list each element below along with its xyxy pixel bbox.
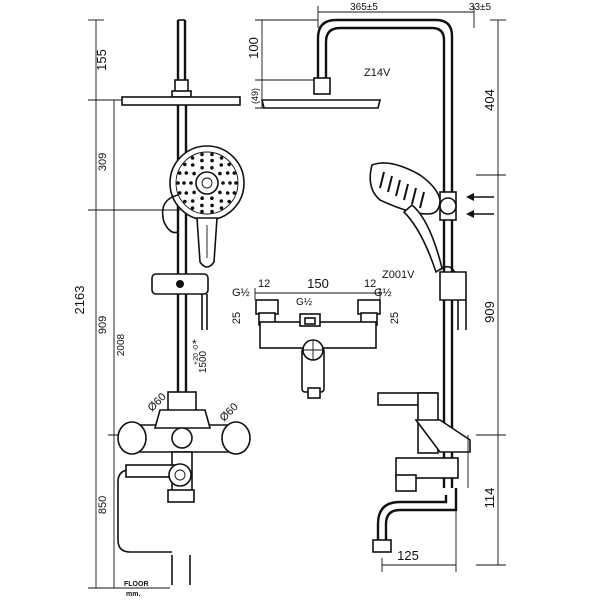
dim-hose-length: 1500 xyxy=(198,350,209,373)
thread-right: G½ xyxy=(374,287,392,299)
nozzle-dot xyxy=(225,191,230,195)
eccentric-right: 25 xyxy=(389,312,401,324)
side-nozzle-line xyxy=(387,175,393,193)
thread-center: G½ xyxy=(296,297,313,308)
overhead-shower-plate xyxy=(121,96,241,106)
dim-inlet-spacing: 150 xyxy=(307,276,329,291)
eccentric-left: 25 xyxy=(231,312,243,324)
nozzle-dot xyxy=(200,158,204,163)
side-nozzle-line xyxy=(379,171,385,189)
nozzle-dot xyxy=(210,166,214,170)
nozzle-dot xyxy=(219,199,224,203)
dim-arm-drop: 100 xyxy=(246,37,261,59)
inlet-depth-left: 12 xyxy=(258,278,270,290)
side-nozzle-line xyxy=(411,187,417,205)
nozzle-dot xyxy=(234,181,238,185)
nozzle-dot xyxy=(232,171,237,175)
mixer-front-view xyxy=(254,288,381,399)
dim-floor-to-mixer: 850 xyxy=(97,496,109,514)
nozzle-dots xyxy=(176,152,238,214)
nozzle-dot xyxy=(210,152,214,157)
dim-total-height: 2163 xyxy=(72,286,87,315)
dim-spout-height: 114 xyxy=(482,488,497,509)
dim-head-arm-gap: 309 xyxy=(97,153,109,171)
side-nozzle-lines xyxy=(379,171,425,209)
nozzle-dot xyxy=(227,199,231,204)
side-view xyxy=(255,6,506,572)
nozzle-dot xyxy=(184,171,189,175)
nozzle-dot xyxy=(177,171,182,175)
nozzle-dot xyxy=(221,181,225,185)
nozzle-dot xyxy=(218,190,222,195)
side-nozzle-line xyxy=(419,191,425,209)
dim-arm-offset: (49) xyxy=(250,88,260,104)
labels: 155 2163 309 909 2008 850 1500 +20 -0 * … xyxy=(72,2,497,598)
nozzle-dot xyxy=(219,156,224,160)
nozzle-dot xyxy=(219,163,224,167)
floor-label: FLOOR xyxy=(124,581,149,588)
nozzle-dot xyxy=(183,199,187,204)
dim-spout-reach: 125 xyxy=(397,548,419,563)
nozzle-dot xyxy=(210,209,214,214)
dim-rail-height-right: 909 xyxy=(482,301,497,323)
dim-right-upper: 404 xyxy=(482,89,497,111)
thread-left: G½ xyxy=(232,287,250,299)
inlet-depth-right: 12 xyxy=(364,278,376,290)
nozzle-dot xyxy=(190,163,195,167)
front-view xyxy=(88,19,251,589)
nozzle-dot xyxy=(182,181,186,185)
nozzle-dot xyxy=(192,190,196,195)
nozzle-dot xyxy=(192,171,196,176)
nozzle-dot xyxy=(200,196,204,200)
nozzle-dot xyxy=(200,152,204,157)
nozzle-dot xyxy=(225,171,230,175)
nozzle-dot xyxy=(176,181,180,185)
dim-mount-height: 2008 xyxy=(116,333,127,356)
nozzle-dot xyxy=(227,162,231,167)
dim-pipe-offset: 33±5 xyxy=(469,2,492,13)
dim-top-head-offset: 155 xyxy=(94,49,109,71)
side-nozzle-line xyxy=(395,179,401,197)
hand-shower-side xyxy=(369,162,441,215)
nozzle-dot xyxy=(200,209,204,214)
nozzle-dot xyxy=(200,203,204,208)
nozzle-dot xyxy=(232,191,237,195)
nozzle-dot xyxy=(183,162,187,167)
part-hand-shower: Z001V xyxy=(382,269,415,281)
part-overhead-shower: Z14V xyxy=(364,67,391,79)
nozzle-dot xyxy=(190,206,195,210)
nozzle-dot xyxy=(200,166,204,170)
side-nozzle-line xyxy=(403,183,409,201)
dim-arm-length: 365±5 xyxy=(350,2,378,13)
nozzle-dot xyxy=(210,203,214,208)
nozzle-dot xyxy=(184,191,189,195)
nozzle-dot xyxy=(190,199,195,203)
nozzle-dot xyxy=(190,156,195,160)
nozzle-dot xyxy=(189,181,193,185)
asterisk-mark: * xyxy=(192,337,197,351)
nozzle-dot xyxy=(218,171,222,176)
dim-hose-tolerance: +20 -0 xyxy=(193,345,200,365)
overhead-shower-side xyxy=(260,99,382,109)
floor-unit: mm. xyxy=(126,591,140,598)
dim-diameter-right: Ø60 xyxy=(218,401,241,424)
nozzle-dot xyxy=(210,158,214,163)
nozzle-dot xyxy=(177,191,182,195)
nozzle-dot xyxy=(219,206,224,210)
nozzle-dot xyxy=(210,196,214,200)
diverter xyxy=(167,391,197,413)
nozzle-dot xyxy=(228,181,232,185)
dim-rail-height-left: 909 xyxy=(97,316,109,334)
